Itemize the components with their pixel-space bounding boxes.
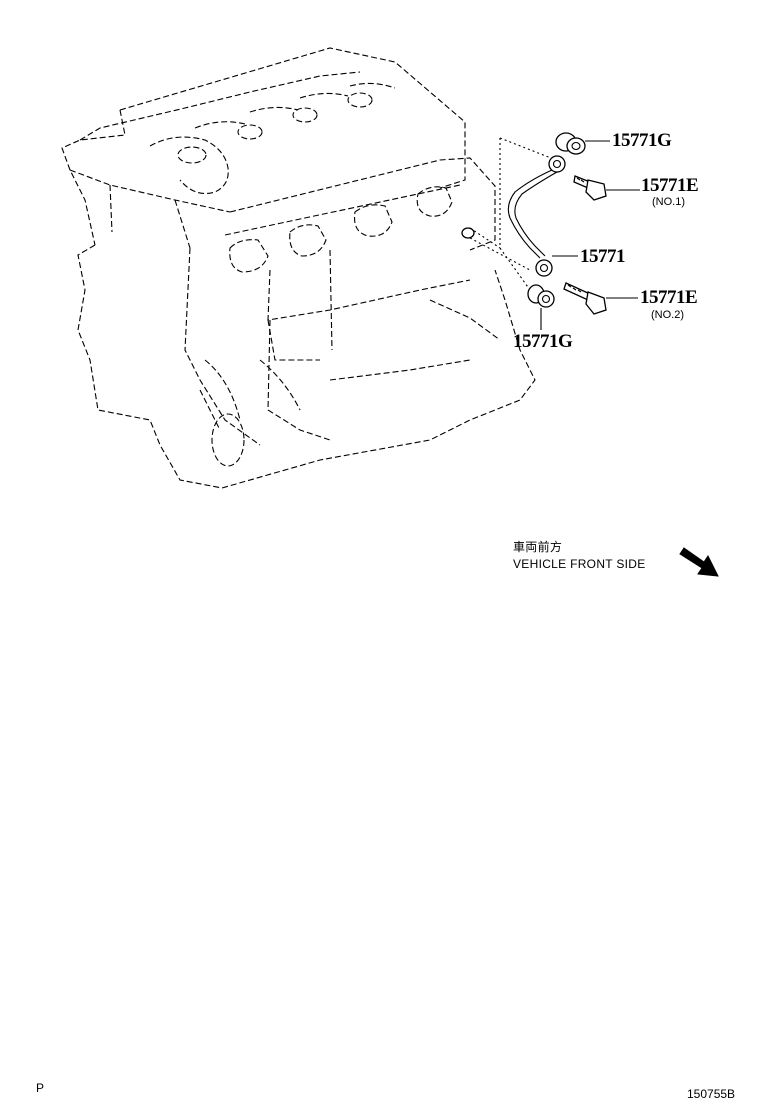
label-union-gasket-bottom: 15771G [513, 331, 573, 352]
oil-pipe-port [461, 227, 475, 239]
front-direction-arrow-icon [679, 547, 719, 577]
leader-box [469, 137, 557, 291]
label-union-gasket-top: 15771G [612, 130, 672, 151]
union-gasket-bottom [527, 284, 555, 308]
direction-english: VEHICLE FRONT SIDE [513, 557, 646, 571]
footer-left-code: P [36, 1081, 45, 1095]
oil-pipe [507, 155, 566, 277]
label-union-bolt-no1: 15771E [641, 175, 699, 196]
union-bolt-no1 [573, 175, 607, 201]
label-union-bolt-no1-sub: (NO.1) [652, 196, 685, 208]
direction-japanese: 車両前方 [513, 540, 563, 554]
engine-block-outline [61, 47, 536, 489]
label-union-bolt-no2-sub: (NO.2) [651, 309, 684, 321]
union-bolt-no2 [563, 282, 607, 315]
union-gasket-top [555, 132, 586, 155]
label-oil-pipe: 15771 [580, 246, 626, 267]
label-union-bolt-no2: 15771E [640, 287, 698, 308]
diagram-id: 150755B [687, 1087, 736, 1101]
